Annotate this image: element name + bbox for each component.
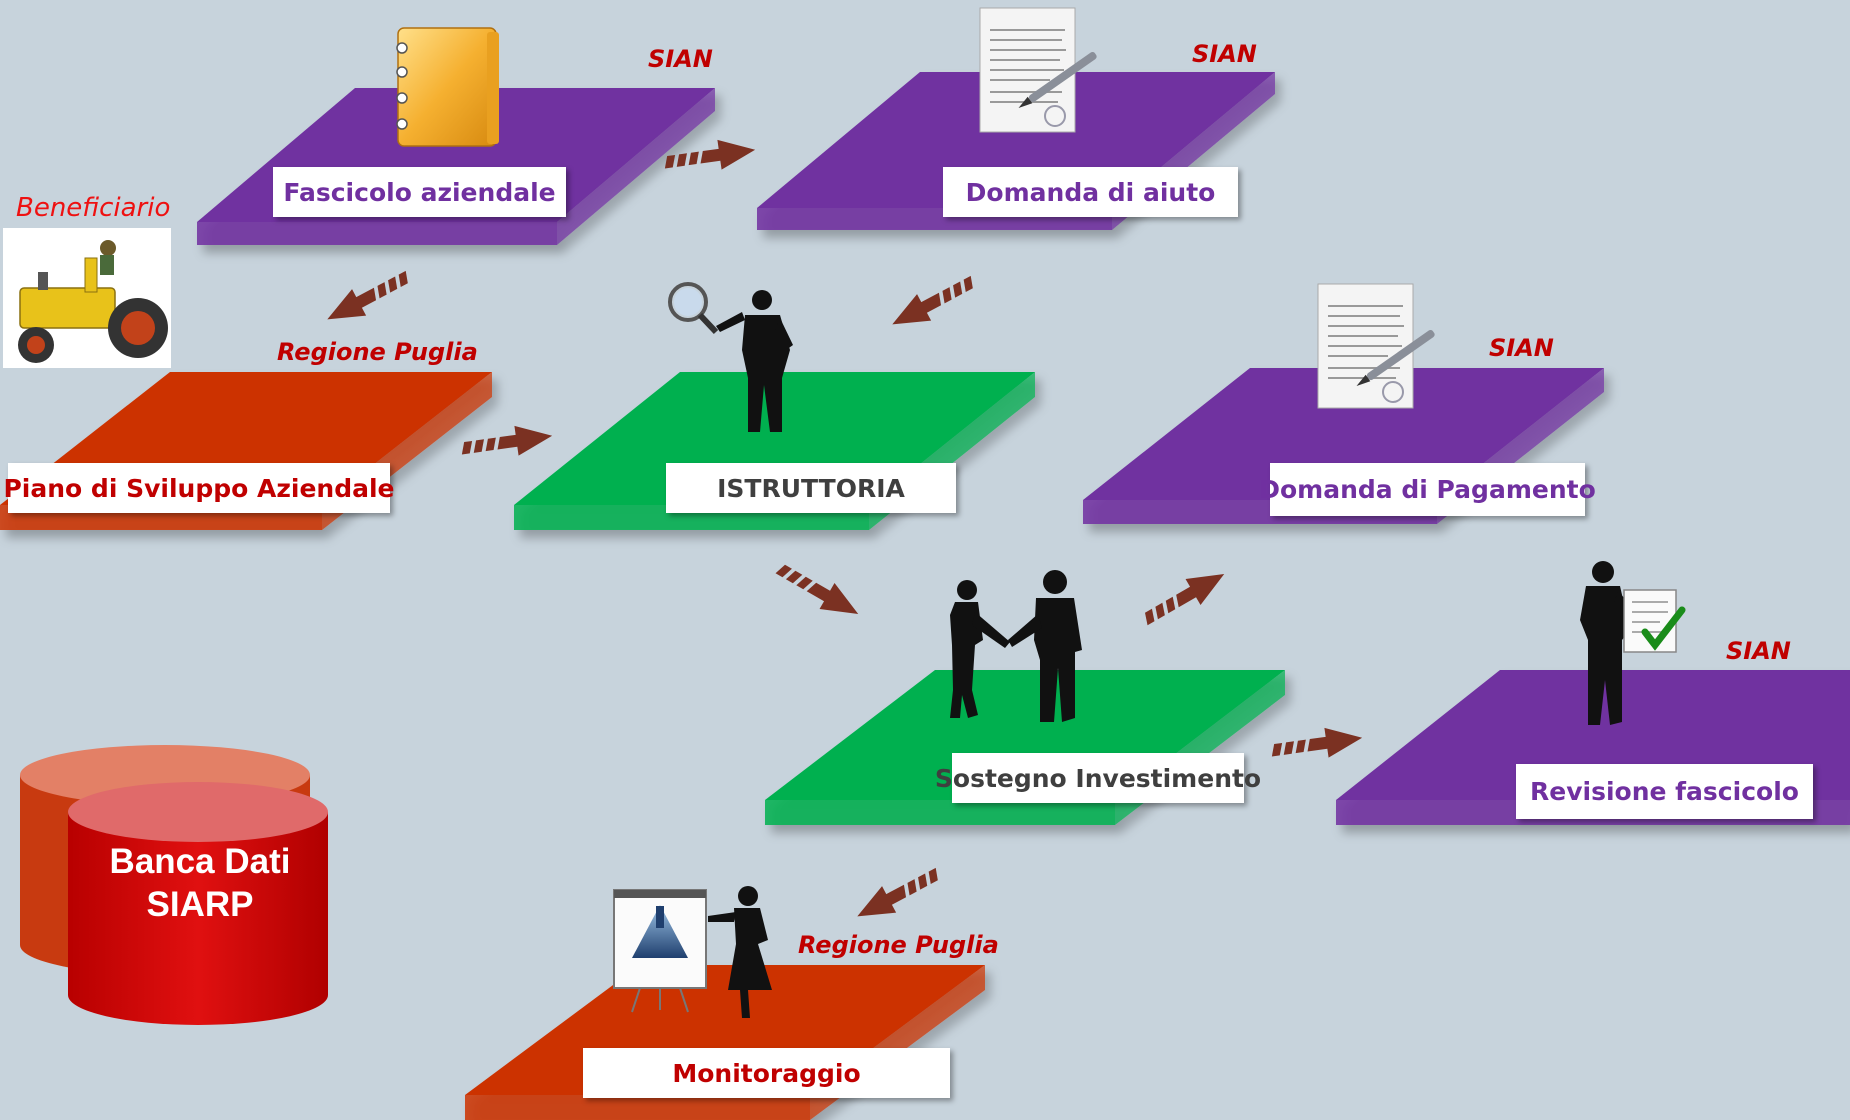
magnifier-man-icon	[668, 282, 793, 432]
handshake-icon	[950, 570, 1082, 722]
flow-arrows	[327, 139, 1363, 917]
system-tag-piano: Regione Puglia	[277, 338, 478, 366]
arrow-sostegno-to-pagamento	[1145, 574, 1225, 626]
label-domanda-aiuto: Domanda di aiuto	[943, 167, 1238, 217]
label-domanda-pagamento: Domanda di Pagamento	[1259, 463, 1596, 516]
arrow-aiuto-to-istruttoria	[892, 275, 973, 325]
label-istruttoria: ISTRUTTORIA	[666, 463, 956, 513]
document-pen-icon	[1317, 283, 1435, 409]
arrow-fascicolo-to-piano	[327, 270, 408, 320]
arrow-istruttoria-to-sostegno	[775, 564, 859, 614]
actor-label: Beneficiario	[16, 193, 171, 223]
system-tag-fascicolo: SIAN	[648, 45, 713, 73]
label-piano: Piano di Sviluppo Aziendale	[3, 463, 395, 513]
document-pen-icon	[979, 7, 1097, 133]
arrow-sostegno-to-revisione	[1271, 727, 1363, 758]
binder-icon	[396, 27, 499, 147]
database-label: Banca Dati SIARP	[70, 840, 330, 926]
database-label-line2: SIARP	[146, 885, 254, 924]
label-sostegno: Sostegno Investimento	[935, 753, 1261, 803]
system-tag-revisione: SIAN	[1726, 637, 1791, 665]
label-fascicolo: Fascicolo aziendale	[273, 167, 566, 217]
system-tag-pagamento: SIAN	[1489, 334, 1554, 362]
label-revisione: Revisione fascicolo	[1516, 764, 1813, 819]
label-monitoraggio: Monitoraggio	[583, 1048, 950, 1098]
inspector-checklist-icon	[1580, 561, 1686, 725]
arrow-fascicolo-to-aiuto	[664, 139, 756, 170]
database-label-line1: Banca Dati	[109, 842, 291, 881]
tractor-icon	[3, 228, 171, 368]
database-icon	[20, 745, 328, 1025]
arrow-sostegno-to-monitoraggio	[857, 867, 938, 917]
presentation-woman-icon	[613, 886, 772, 1018]
system-tag-aiuto: SIAN	[1192, 40, 1257, 68]
system-tag-monitoraggio: Regione Puglia	[798, 931, 999, 959]
arrow-piano-to-istruttoria	[461, 425, 553, 456]
